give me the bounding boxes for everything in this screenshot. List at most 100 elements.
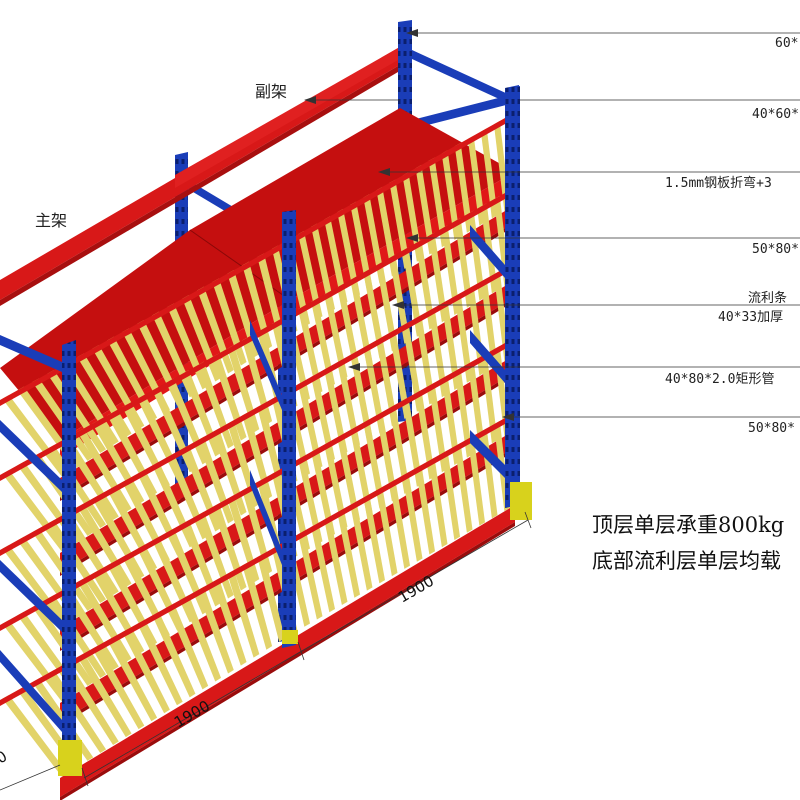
roller-strip xyxy=(2,470,68,552)
roller-strip xyxy=(363,419,385,509)
roller-strip xyxy=(480,128,498,219)
roller-strip xyxy=(389,329,410,419)
sub-frame-label: 副架 xyxy=(255,82,287,101)
roller-strip xyxy=(62,586,119,671)
roller-strip xyxy=(363,269,385,359)
roller-strip xyxy=(376,261,398,352)
foot-plate xyxy=(58,740,82,776)
roller-strip xyxy=(242,561,273,650)
roller-strip xyxy=(428,382,448,473)
callout-rect-tube: 40*80*2.0矩形管 xyxy=(665,372,774,387)
roller-strip xyxy=(441,225,460,316)
top-rails xyxy=(0,48,398,306)
roller-strip xyxy=(441,300,460,391)
back-beam xyxy=(270,193,505,331)
roller-strip xyxy=(454,142,473,233)
roller-strip xyxy=(77,653,132,738)
roller-strip xyxy=(298,455,323,545)
callout-steel-plate: 1.5mm钢板折弯+3 xyxy=(665,175,772,191)
callout-thickened: 40*33加厚 xyxy=(718,310,783,325)
roller-strip xyxy=(376,486,398,577)
dimension-depth: 0 xyxy=(0,747,10,767)
leader-lines xyxy=(0,32,800,791)
roller-strip xyxy=(324,216,348,306)
roller-strip xyxy=(415,164,435,255)
callout-beam-bottom: 50*80* xyxy=(748,421,795,436)
roller-strip xyxy=(337,208,360,298)
roller-strip xyxy=(415,239,435,330)
roller-strip xyxy=(467,135,485,226)
roller-strip xyxy=(428,307,448,398)
roller-strip xyxy=(402,247,423,337)
roller-strip xyxy=(311,223,335,313)
roller-strip xyxy=(363,494,385,584)
roller-strip xyxy=(2,620,68,702)
roller-strip xyxy=(337,358,360,448)
roller-strip xyxy=(47,595,106,678)
roller-strip xyxy=(242,261,273,350)
roller-strip xyxy=(62,361,119,446)
roller-strip xyxy=(324,516,348,606)
callout-beam-top: 50*80* xyxy=(752,242,799,257)
back-beam xyxy=(270,268,505,406)
roller-strip xyxy=(441,450,460,541)
back-beam xyxy=(270,343,505,481)
roller-strip xyxy=(122,628,170,714)
roller-strip xyxy=(47,370,106,453)
roller-strip xyxy=(167,603,209,690)
callout-upright: 60* xyxy=(775,36,798,51)
roller-strip xyxy=(376,186,398,277)
roller-strip xyxy=(137,620,183,706)
roller-strip xyxy=(441,150,460,241)
roller-strip xyxy=(77,578,132,663)
roller-strip xyxy=(257,253,285,342)
roller-strip xyxy=(2,695,68,777)
roller-strip xyxy=(389,179,410,269)
roller-strip xyxy=(62,661,119,746)
load-note-top: 顶层单层承重800kg xyxy=(592,513,784,537)
roller-strip xyxy=(182,595,221,682)
roller-strip xyxy=(324,291,348,381)
roller-strip xyxy=(298,230,323,320)
roller-strip xyxy=(350,501,373,591)
front-frame xyxy=(0,85,532,776)
roller-strip xyxy=(415,314,435,405)
roller-strip xyxy=(2,545,68,627)
roller-strip xyxy=(363,194,385,284)
roller-strip xyxy=(107,636,158,722)
roller-strip xyxy=(324,441,348,531)
roller-strip xyxy=(454,217,473,308)
roller-strip xyxy=(454,292,473,383)
roller-strip xyxy=(311,298,335,388)
roller-strip xyxy=(376,336,398,427)
main-frame-label: 主架 xyxy=(35,211,67,230)
roller-strip xyxy=(402,397,423,487)
roller-strip xyxy=(389,404,410,494)
roller-strip xyxy=(454,442,473,533)
roller-strip xyxy=(92,645,145,730)
callout-brace: 40*60* xyxy=(752,107,799,122)
roller-strip xyxy=(441,375,460,466)
front-beam-shadow xyxy=(60,522,515,800)
load-note-bottom: 底部流利层单层均载 xyxy=(592,549,781,573)
roller-strip xyxy=(337,283,360,373)
roller-strip xyxy=(62,436,119,521)
roller-strip xyxy=(389,479,410,569)
roller-strip xyxy=(298,530,323,620)
roller-strip xyxy=(428,157,448,248)
roller-strip xyxy=(350,276,373,366)
roller-strip xyxy=(227,570,260,658)
roller-strip xyxy=(350,351,373,441)
roller-strip xyxy=(402,472,423,562)
roller-strip xyxy=(77,353,132,438)
roller-strip xyxy=(257,553,285,642)
roller-strip xyxy=(298,380,323,470)
roller-strip xyxy=(389,254,410,344)
roller-strip xyxy=(242,336,273,425)
foot-plate xyxy=(282,630,298,644)
roller-strip xyxy=(242,486,273,575)
roller-strip xyxy=(467,435,485,526)
back-beam xyxy=(270,118,505,256)
